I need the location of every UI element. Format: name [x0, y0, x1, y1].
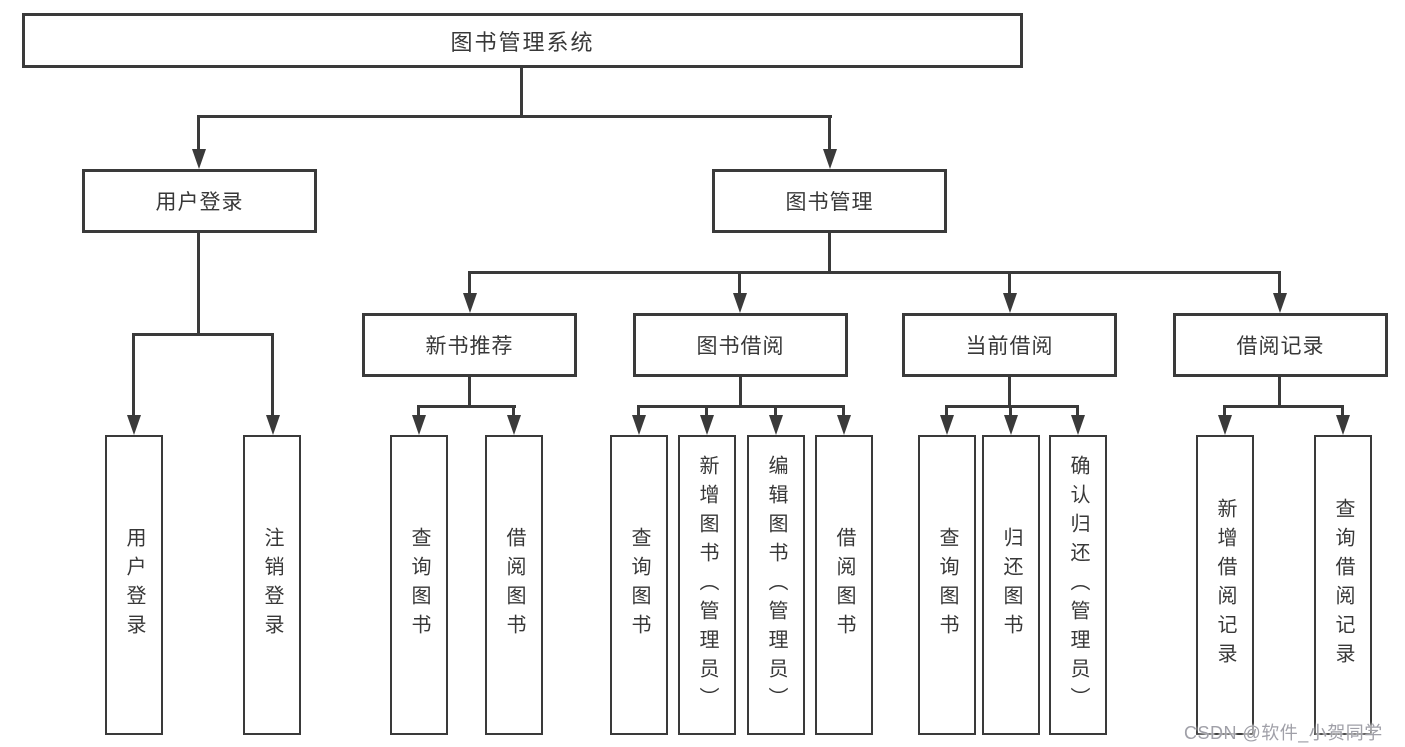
leaf-confirm-return-admin: 确认归还（管理员） — [1049, 435, 1107, 735]
leaf-label: 注销登录 — [261, 527, 283, 643]
connector-line — [945, 405, 948, 417]
arrow-down-icon — [266, 415, 280, 435]
leaf-logout: 注销登录 — [243, 435, 301, 735]
leaf-label: 新增借阅记录 — [1214, 498, 1236, 672]
leaf-label: 查询借阅记录 — [1332, 498, 1354, 672]
node-label: 图书管理 — [785, 191, 874, 214]
arrow-down-icon — [837, 415, 851, 435]
leaf-label: 查询图书 — [408, 527, 430, 643]
connector-line — [132, 335, 135, 417]
connector-line — [738, 273, 741, 295]
leaf-label: 确认归还（管理员） — [1067, 454, 1089, 716]
leaf-borrow-books-recommend: 借阅图书 — [485, 435, 543, 735]
arrow-down-icon — [463, 293, 477, 313]
connector-line — [1278, 273, 1281, 295]
connector-line — [1341, 405, 1344, 417]
arrow-down-icon — [733, 293, 747, 313]
node-library-management-system: 图书管理系统 — [22, 13, 1023, 68]
node-label: 借阅记录 — [1236, 335, 1325, 358]
arrow-down-icon — [1004, 415, 1018, 435]
connector-line — [417, 405, 516, 408]
leaf-label: 查询图书 — [936, 527, 958, 643]
node-book-management: 图书管理 — [712, 169, 947, 233]
arrow-down-icon — [507, 415, 521, 435]
connector-line — [1076, 405, 1079, 417]
connector-line — [739, 377, 742, 407]
connector-line — [774, 405, 777, 417]
leaf-user-login: 用户登录 — [105, 435, 163, 735]
leaf-query-books-current: 查询图书 — [918, 435, 976, 735]
connector-line — [520, 68, 523, 117]
node-borrow-records: 借阅记录 — [1173, 313, 1388, 377]
connector-line — [945, 405, 1079, 408]
leaf-query-books-borrow: 查询图书 — [610, 435, 668, 735]
connector-line — [1223, 405, 1344, 408]
leaf-edit-books-admin: 编辑图书（管理员） — [747, 435, 805, 735]
connector-line — [637, 405, 845, 408]
arrow-down-icon — [412, 415, 426, 435]
connector-line — [705, 405, 708, 417]
connector-line — [197, 115, 832, 118]
arrow-down-icon — [1003, 293, 1017, 313]
connector-line — [512, 405, 515, 417]
node-user-login: 用户登录 — [82, 169, 317, 233]
arrow-down-icon — [1273, 293, 1287, 313]
node-current-borrow: 当前借阅 — [902, 313, 1117, 377]
leaf-label: 用户登录 — [123, 527, 145, 643]
node-label: 用户登录 — [155, 191, 244, 214]
connector-line — [1008, 377, 1011, 407]
arrow-down-icon — [940, 415, 954, 435]
connector-line — [828, 117, 831, 151]
connector-line — [417, 405, 420, 417]
connector-line — [197, 117, 200, 151]
node-book-borrow: 图书借阅 — [633, 313, 848, 377]
leaf-return-books: 归还图书 — [982, 435, 1040, 735]
connector-line — [132, 333, 274, 336]
leaf-label: 借阅图书 — [503, 527, 525, 643]
connector-line — [1009, 405, 1012, 417]
leaf-label: 借阅图书 — [833, 527, 855, 643]
arrow-down-icon — [1218, 415, 1232, 435]
arrow-down-icon — [1336, 415, 1350, 435]
connector-line — [468, 273, 471, 295]
leaf-borrow-books: 借阅图书 — [815, 435, 873, 735]
connector-line — [468, 271, 1281, 274]
connector-line — [1008, 273, 1011, 295]
connector-line — [637, 405, 640, 417]
connector-line — [828, 233, 831, 273]
node-new-book-recommend: 新书推荐 — [362, 313, 577, 377]
node-label: 新书推荐 — [425, 335, 514, 358]
node-label: 图书借阅 — [696, 335, 785, 358]
leaf-query-books-recommend: 查询图书 — [390, 435, 448, 735]
arrow-down-icon — [700, 415, 714, 435]
arrow-down-icon — [127, 415, 141, 435]
leaf-query-borrow-record: 查询借阅记录 — [1314, 435, 1372, 735]
connector-line — [1278, 377, 1281, 407]
arrow-down-icon — [632, 415, 646, 435]
arrow-down-icon — [1071, 415, 1085, 435]
leaf-add-books-admin: 新增图书（管理员） — [678, 435, 736, 735]
leaf-label: 编辑图书（管理员） — [765, 454, 787, 716]
node-label: 当前借阅 — [965, 335, 1054, 358]
leaf-label: 查询图书 — [628, 527, 650, 643]
node-label: 图书管理系统 — [450, 29, 595, 55]
watermark: CSDN @软件_小贺同学 — [1184, 723, 1383, 743]
connector-line — [197, 233, 200, 335]
arrow-down-icon — [769, 415, 783, 435]
arrow-down-icon — [192, 149, 206, 169]
leaf-label: 归还图书 — [1000, 527, 1022, 643]
connector-line — [1223, 405, 1226, 417]
leaf-label: 新增图书（管理员） — [696, 454, 718, 716]
connector-line — [842, 405, 845, 417]
connector-line — [271, 335, 274, 417]
arrow-down-icon — [823, 149, 837, 169]
connector-line — [468, 377, 471, 407]
leaf-add-borrow-record: 新增借阅记录 — [1196, 435, 1254, 735]
